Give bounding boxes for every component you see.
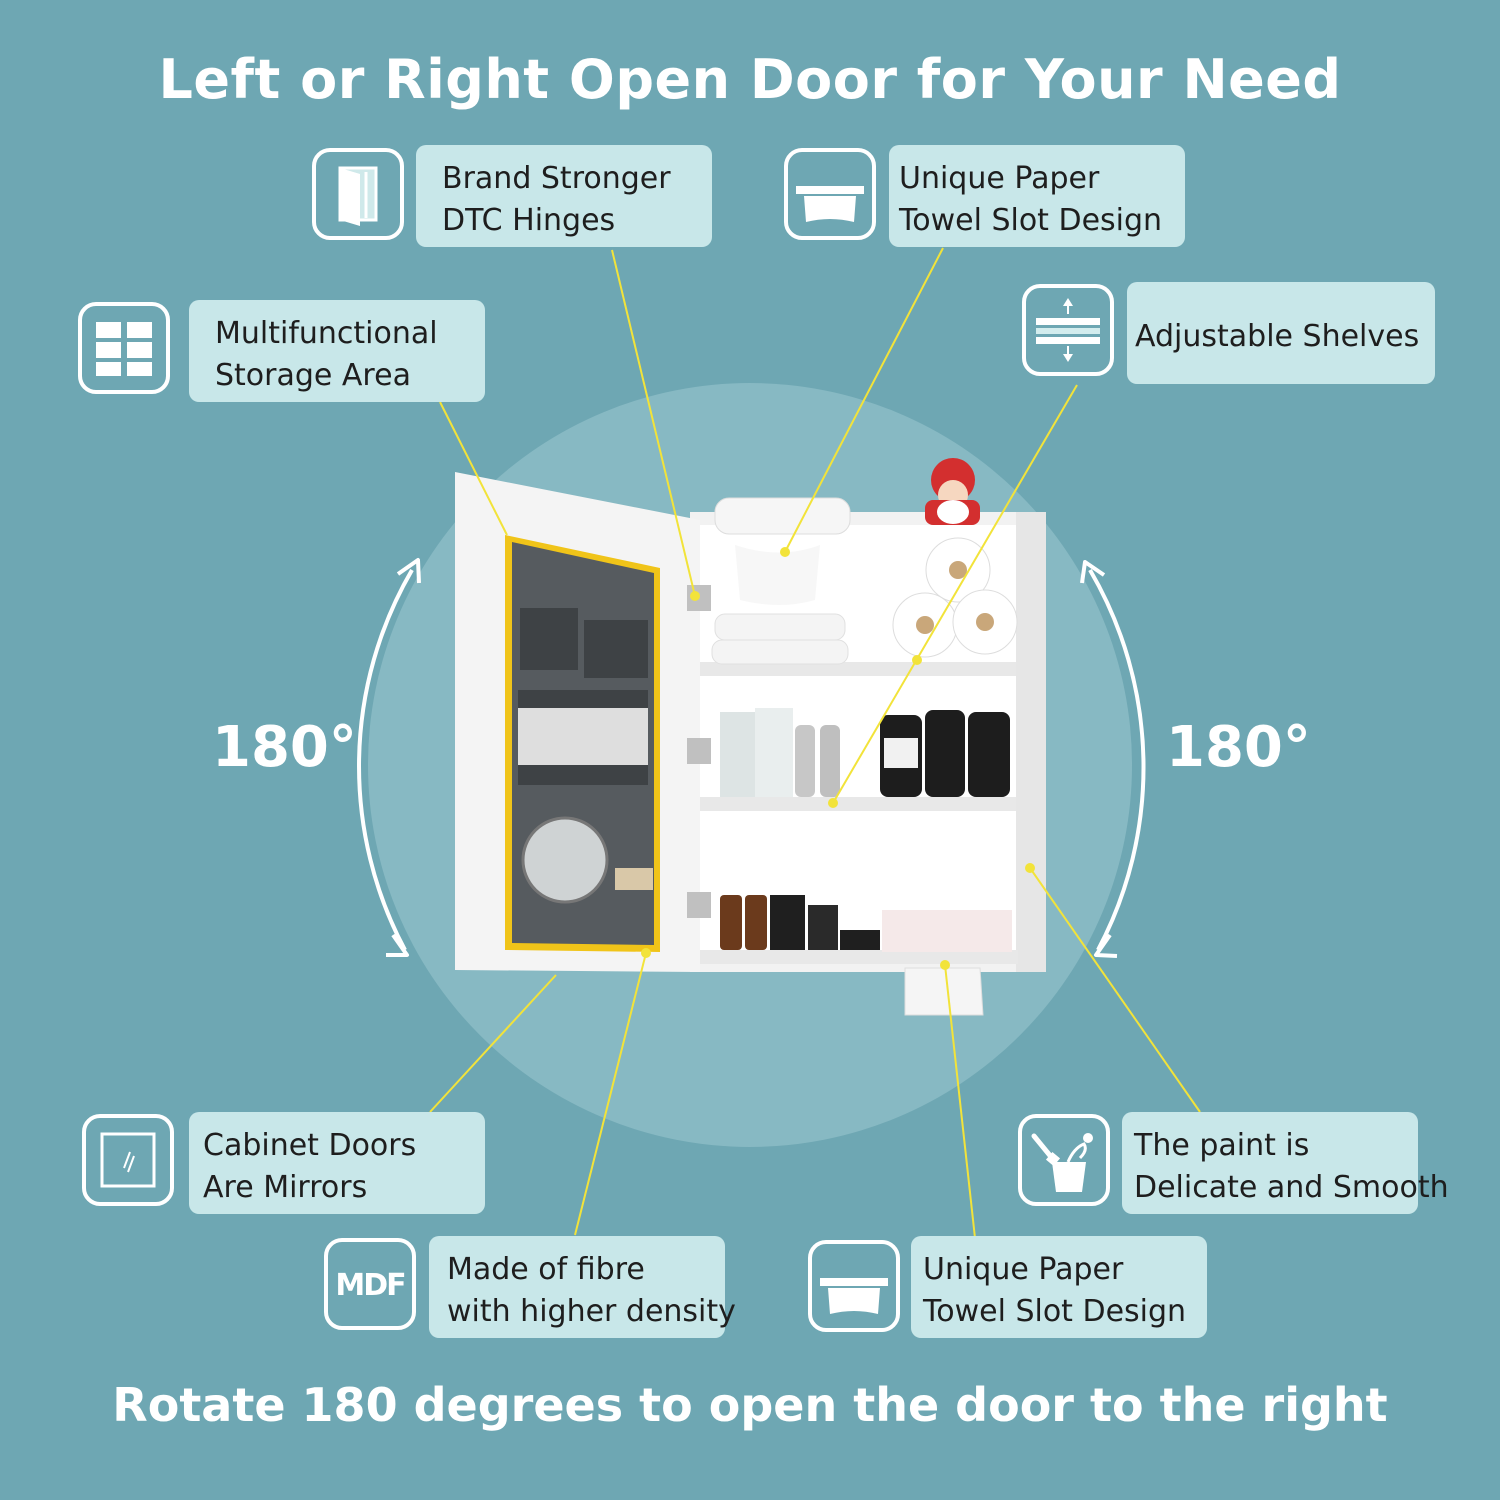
- feature-mirror-line-1: Cabinet Doors: [203, 1128, 417, 1163]
- feature-mirror-line-2: Are Mirrors: [203, 1170, 368, 1205]
- mdf-icon: MDF: [324, 1238, 416, 1330]
- rotation-degree-left: 180°: [212, 715, 357, 780]
- feature-towel-bottom-label: Unique Paper Towel Slot Design: [911, 1236, 1207, 1338]
- feature-paint-line-2: Delicate and Smooth: [1134, 1170, 1449, 1205]
- shelf-adjust-icon: [1022, 284, 1114, 376]
- feature-mdf-line-1: Made of fibre: [447, 1252, 645, 1287]
- grid-storage-icon: [78, 302, 170, 394]
- feature-towel-bottom-line-1: Unique Paper: [923, 1252, 1124, 1287]
- feature-shelves-line-1: Adjustable Shelves: [1135, 319, 1420, 354]
- feature-towel-top-line-2: Towel Slot Design: [899, 203, 1163, 238]
- feature-towel-top-line-1: Unique Paper: [899, 161, 1100, 196]
- feature-storage-line-2: Storage Area: [215, 358, 411, 393]
- feature-mdf-label: Made of fibre with higher density: [429, 1236, 736, 1338]
- feature-paint-line-1: The paint is: [1134, 1128, 1310, 1163]
- page-title: Left or Right Open Door for Your Need: [158, 48, 1342, 111]
- feature-mirror-label: Cabinet Doors Are Mirrors: [189, 1112, 485, 1214]
- mirror-icon: [82, 1114, 174, 1206]
- paper-towel-icon: [784, 148, 876, 240]
- feature-hinges-line-2: DTC Hinges: [442, 203, 616, 238]
- feature-storage-label: Multifunctional Storage Area: [189, 300, 485, 402]
- feature-paint-label: The paint is Delicate and Smooth: [1122, 1112, 1449, 1214]
- mdf-icon-text: MDF: [335, 1268, 404, 1303]
- feature-mdf-line-2: with higher density: [447, 1294, 736, 1329]
- cabinet-body: [690, 458, 1046, 1016]
- cabinet-door: [455, 472, 711, 972]
- right-rotation-arrow: [1080, 560, 1146, 958]
- feature-storage-line-1: Multifunctional: [215, 316, 438, 351]
- feature-towel-top-label: Unique Paper Towel Slot Design: [889, 145, 1185, 247]
- feature-shelves-label: Adjustable Shelves: [1127, 282, 1435, 384]
- paper-towel-icon: [808, 1240, 900, 1332]
- rotation-degree-right: 180°: [1166, 715, 1311, 780]
- feature-hinges-label: Brand Stronger DTC Hinges: [416, 145, 712, 247]
- footer-caption: Rotate 180 degrees to open the door to t…: [112, 1378, 1388, 1432]
- paint-bucket-icon: [1018, 1114, 1110, 1206]
- feature-towel-bottom-line-2: Towel Slot Design: [923, 1294, 1187, 1329]
- book-door-icon: [312, 148, 404, 240]
- feature-hinges-line-1: Brand Stronger: [442, 161, 671, 196]
- left-rotation-arrow: [357, 558, 421, 957]
